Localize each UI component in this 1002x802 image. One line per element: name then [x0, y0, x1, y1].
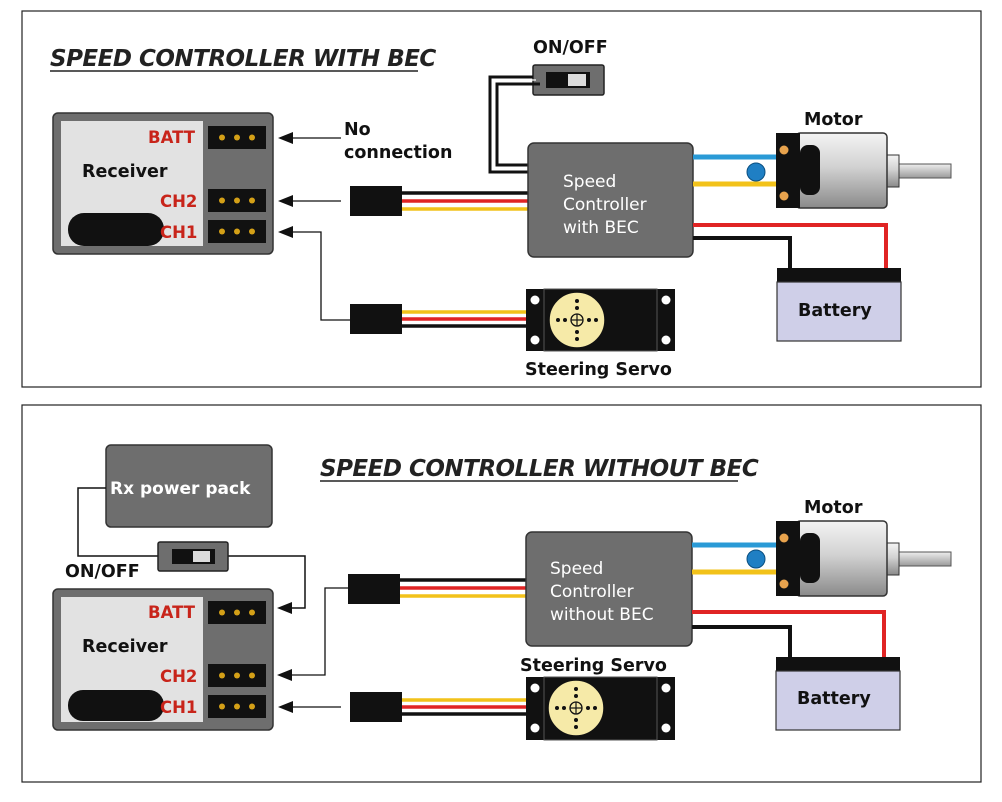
batt-label: BATT — [148, 128, 196, 147]
receiver: Receiver BATT CH2 CH1 — [52, 112, 274, 255]
receiver-label: Receiver — [82, 162, 168, 182]
ch2-port — [208, 664, 266, 687]
controller-label-1: Speed — [563, 172, 616, 192]
no-connection-label: No — [344, 120, 371, 140]
receiver: Receiver BATT CH2 CH1 — [52, 588, 274, 731]
speed-controller: Speed Controller without BEC — [525, 531, 693, 647]
controller-label-2: Controller — [550, 582, 634, 602]
controller-label-2: Controller — [563, 195, 647, 215]
no-connection-label-2: connection — [344, 143, 452, 163]
capacitor-icon — [746, 162, 766, 182]
servo-label: Steering Servo — [525, 360, 672, 380]
battery: Battery — [776, 268, 902, 342]
panel-title: SPEED CONTROLLER WITH BEC — [50, 46, 436, 72]
panel-title: SPEED CONTROLLER WITHOUT BEC — [320, 456, 759, 482]
switch-label: ON/OFF — [65, 562, 140, 582]
motor-leads — [692, 542, 776, 575]
battery-leads — [693, 223, 888, 272]
steering-servo — [526, 676, 675, 741]
servo-plug — [350, 304, 402, 334]
batt-label: BATT — [148, 603, 196, 622]
batt-port — [208, 601, 266, 624]
servo-plug — [350, 692, 402, 722]
servo-lead — [402, 698, 526, 716]
arrow-ch1 — [278, 701, 341, 713]
servo-lead — [402, 310, 528, 328]
esc-lead — [400, 578, 526, 598]
rx-power-pack: Rx power pack — [105, 444, 273, 528]
battery-leads — [692, 610, 886, 660]
ch2-label: CH2 — [160, 192, 197, 211]
rx-power-pack-label: Rx power pack — [110, 479, 251, 499]
esc-lead — [402, 191, 528, 211]
receiver-antenna-slot — [68, 690, 164, 721]
receiver-label: Receiver — [82, 637, 168, 657]
switch-label: ON/OFF — [533, 38, 608, 58]
receiver-antenna-slot — [68, 213, 164, 246]
motor-leads — [693, 154, 776, 187]
switch-leads — [488, 75, 540, 174]
controller-label-1: Speed — [550, 559, 603, 579]
panel-without-bec: SPEED CONTROLLER WITHOUT BEC Rx power pa… — [21, 404, 982, 783]
ch1-port — [208, 695, 266, 718]
battery-label: Battery — [797, 689, 871, 709]
motor-icon — [776, 520, 952, 597]
ch2-port — [208, 189, 266, 212]
motor-icon — [776, 132, 952, 209]
arrow-ch2 — [278, 195, 341, 207]
speed-controller: Speed Controller with BEC — [527, 142, 694, 258]
capacitor-icon — [746, 549, 766, 569]
servo-label: Steering Servo — [520, 656, 667, 676]
motor-label: Motor — [804, 498, 863, 518]
pack-leads — [77, 487, 306, 614]
controller-label-3: with BEC — [563, 218, 639, 238]
on-off-switch[interactable] — [532, 64, 605, 96]
esc-plug — [350, 186, 402, 216]
motor-label: Motor — [804, 110, 863, 130]
panel-with-bec: SPEED CONTROLLER WITH BEC Receiver BATT … — [21, 10, 982, 388]
steering-servo — [526, 288, 675, 352]
arrow-ch2 — [277, 587, 350, 681]
esc-plug — [348, 574, 400, 604]
on-off-switch[interactable] — [157, 541, 229, 572]
ch1-port — [208, 220, 266, 243]
ch2-label: CH2 — [160, 667, 197, 686]
ch1-label: CH1 — [160, 698, 197, 717]
batt-port — [208, 126, 266, 149]
controller-label-3: without BEC — [550, 605, 654, 625]
arrow-no-connection — [278, 132, 341, 144]
battery: Battery — [775, 657, 901, 731]
battery-label: Battery — [798, 301, 872, 321]
arrow-ch1 — [278, 226, 350, 321]
ch1-label: CH1 — [160, 223, 197, 242]
